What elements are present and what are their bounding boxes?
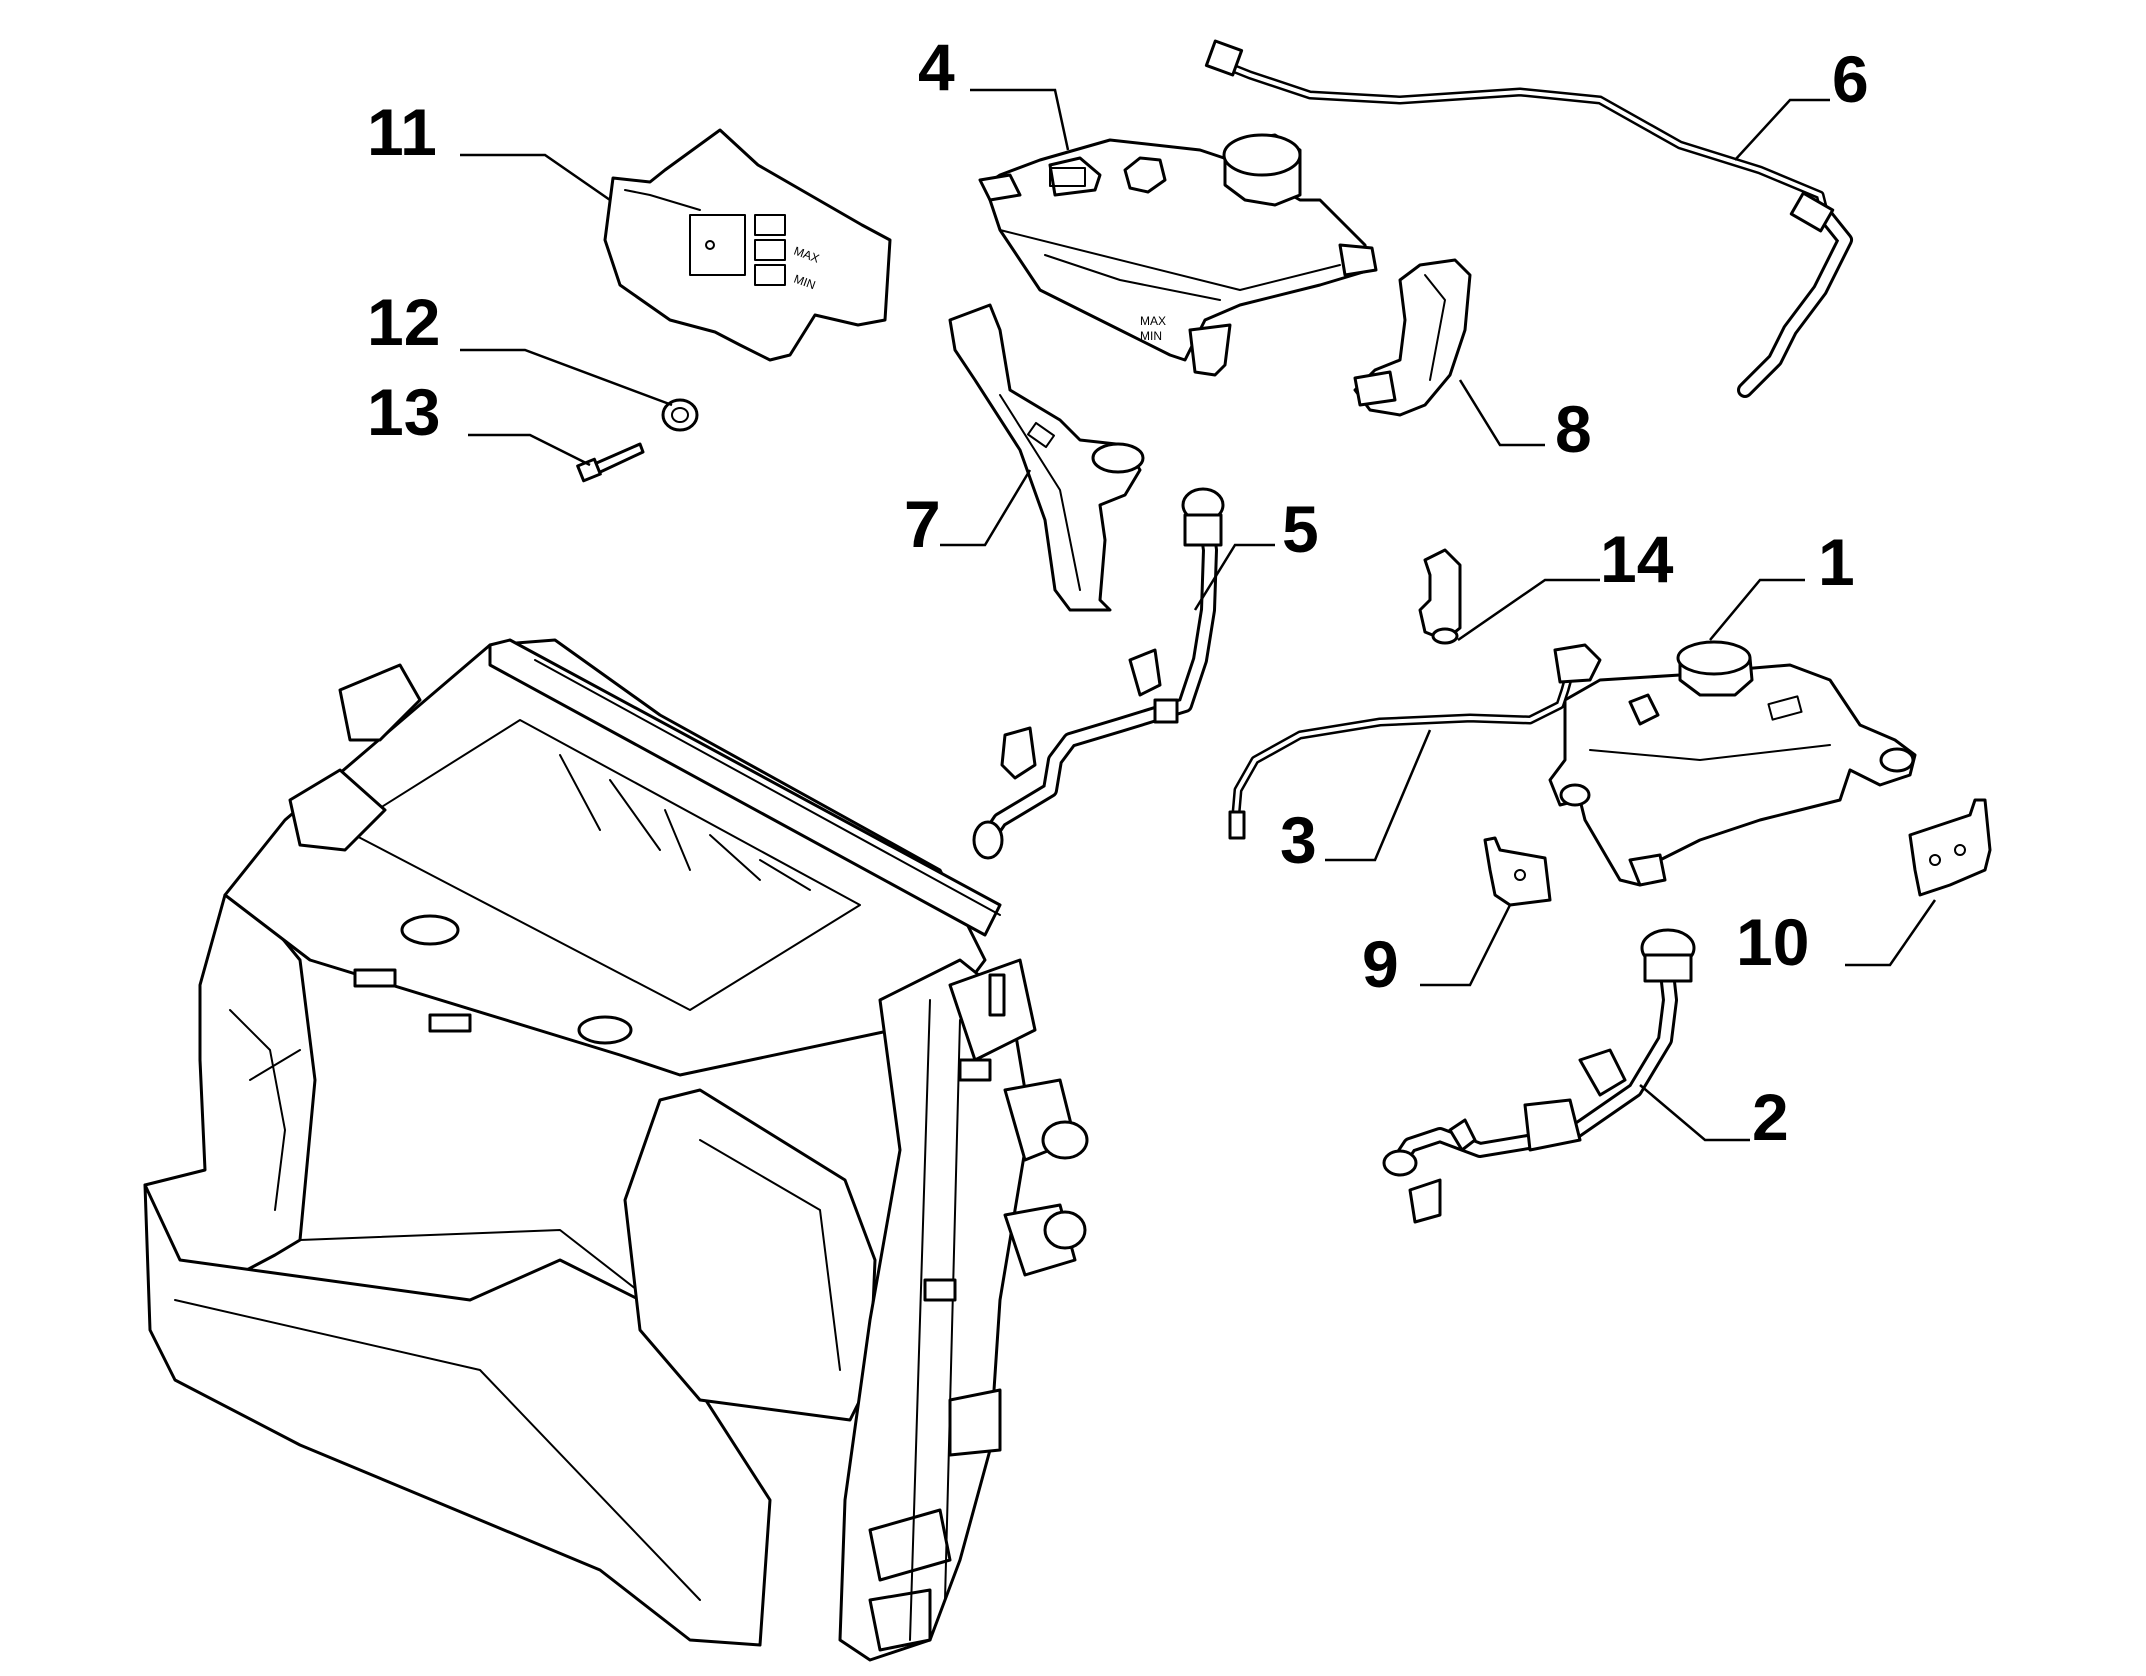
callout-7: 7 <box>904 487 941 561</box>
callout-4: 4 <box>918 30 955 104</box>
part-8-bracket <box>1353 258 1472 417</box>
part-11-label-plate: MAX MIN <box>603 128 892 362</box>
part-14-clip <box>1418 548 1462 645</box>
callout-14: 14 <box>1600 522 1674 596</box>
part-12-washer <box>661 398 699 432</box>
callout-6: 6 <box>1832 42 1869 116</box>
tank-max-text: MAX <box>1140 314 1166 328</box>
part-7-bracket <box>948 303 1145 612</box>
part-2-pipe <box>1382 928 1696 1224</box>
part-9-bracket <box>1483 836 1552 907</box>
part-6-hose <box>1204 39 1853 398</box>
part-3-hose <box>1228 643 1602 840</box>
part-1-expansion-tank <box>1548 640 1917 887</box>
leader-lines <box>460 88 1937 1142</box>
callout-13: 13 <box>367 375 440 449</box>
callout-10: 10 <box>1736 905 1809 979</box>
callout-8: 8 <box>1555 392 1592 466</box>
part-10-bracket <box>1908 798 1992 897</box>
part-4-expansion-tank: MAX MIN <box>978 133 1378 377</box>
part-13-bolt <box>576 442 645 483</box>
callout-12: 12 <box>367 285 440 359</box>
callout-3: 3 <box>1280 803 1317 877</box>
callout-11: 11 <box>367 95 437 169</box>
callout-numbers: 11 12 13 4 6 7 8 5 14 1 3 9 10 2 <box>367 30 1869 1154</box>
callout-1: 1 <box>1818 525 1855 599</box>
callout-5: 5 <box>1282 492 1319 566</box>
callout-2: 2 <box>1752 1080 1789 1154</box>
front-end-module <box>143 638 1089 1662</box>
tank-min-text: MIN <box>1140 329 1162 343</box>
callout-9: 9 <box>1362 927 1399 1001</box>
